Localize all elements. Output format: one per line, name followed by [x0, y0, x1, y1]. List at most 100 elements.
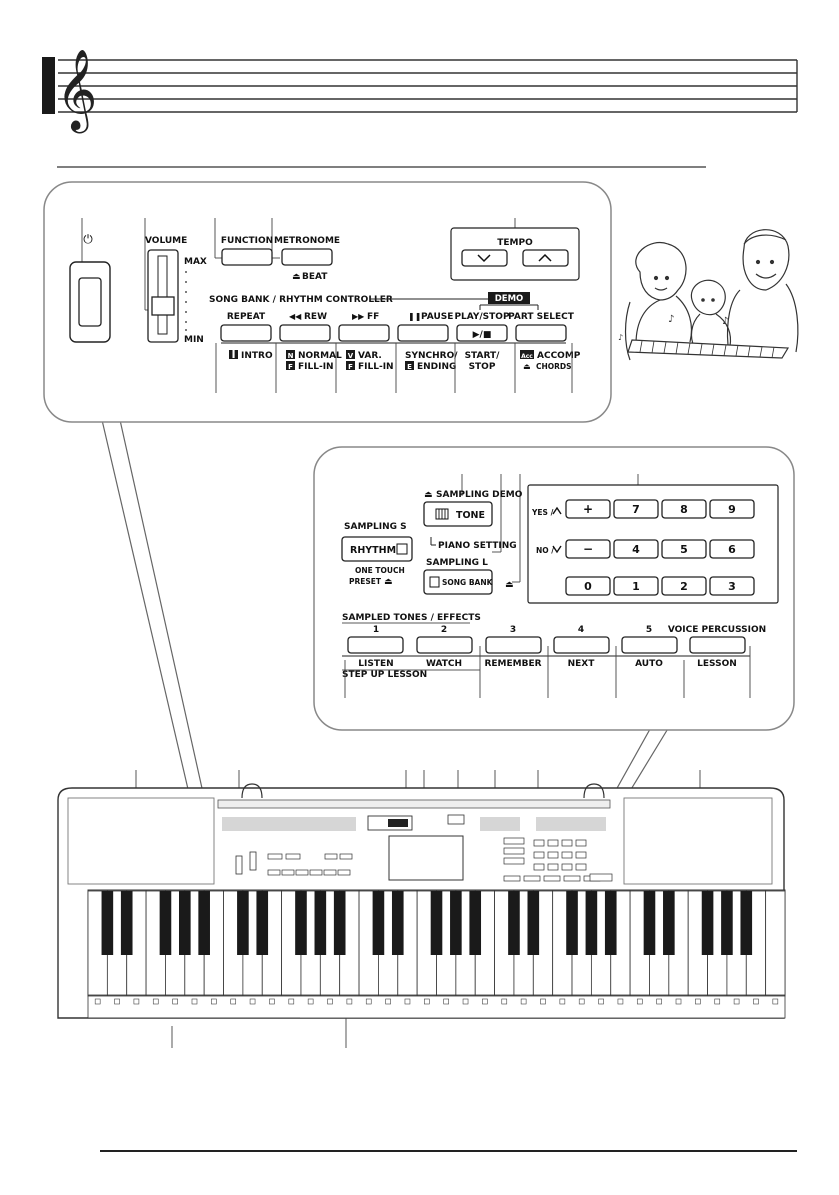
white-key[interactable]: [765, 890, 786, 996]
key-label-icon: [404, 998, 411, 1005]
tempo-up-button[interactable]: [522, 249, 569, 267]
key-label-icon: [385, 998, 391, 1005]
black-key[interactable]: [721, 891, 733, 955]
keypad-row-3: 0 1 2 3: [565, 576, 755, 596]
keypad-4-button[interactable]: [613, 539, 659, 559]
key-label-icon: [94, 998, 101, 1005]
keypad-key: 2: [680, 580, 688, 593]
family-illustration: ♪ ♪ ♪: [618, 229, 799, 361]
key-label-icon: [269, 998, 275, 1005]
keypad-7-button[interactable]: [613, 499, 659, 519]
black-key[interactable]: [527, 891, 540, 955]
black-key[interactable]: [566, 891, 578, 955]
function-button[interactable]: [221, 248, 273, 266]
yes-label: YES /: [531, 508, 554, 517]
key-label-icon: [462, 998, 469, 1005]
rew-button[interactable]: [279, 324, 331, 342]
keypad-8-button[interactable]: [661, 499, 707, 519]
ff-button[interactable]: [338, 324, 390, 342]
sampling-s-label: SAMPLING S: [344, 522, 407, 532]
key-label-icon: [424, 998, 430, 1005]
volume-min-label: MIN: [184, 335, 204, 345]
metronome-button[interactable]: [281, 248, 333, 266]
download-icon: ⏏: [292, 272, 301, 282]
keypad-2-button[interactable]: [661, 576, 707, 596]
keypad-1-button[interactable]: [613, 576, 659, 596]
key-label-icon: [501, 998, 508, 1005]
song-bank-button[interactable]: [423, 569, 493, 595]
tempo-down-button[interactable]: [461, 249, 508, 267]
black-key[interactable]: [314, 891, 327, 955]
keypad-9-button[interactable]: [709, 499, 755, 519]
key-label-icon: [288, 998, 295, 1005]
key-label-icon: [772, 998, 779, 1005]
play-stop-button[interactable]: [456, 324, 508, 342]
keypad-key: 1: [632, 580, 640, 593]
keypad-3-button[interactable]: [709, 576, 755, 596]
volume-slider-knob[interactable]: [151, 296, 175, 316]
tone-effect-1-button[interactable]: [347, 636, 404, 654]
black-key[interactable]: [701, 891, 714, 955]
black-key[interactable]: [585, 891, 598, 955]
black-key[interactable]: [179, 891, 191, 955]
black-key[interactable]: [450, 891, 462, 955]
tone-effect-4-button[interactable]: [553, 636, 610, 654]
control-panel-detail: ⏻ VOLUME MAX MIN FUNCTION METRONOME ⏏ BE…: [43, 181, 612, 906]
pause-label: PAUSE: [421, 312, 453, 322]
key-label-icon: [230, 998, 237, 1005]
keypad-5-button[interactable]: [661, 539, 707, 559]
black-key[interactable]: [256, 891, 269, 955]
keypad-key: 3: [728, 580, 736, 593]
intro-label: INTRO: [241, 351, 273, 361]
black-key[interactable]: [663, 891, 675, 955]
black-key[interactable]: [101, 891, 114, 955]
lesson-label: LESSON: [697, 659, 737, 669]
black-key[interactable]: [159, 891, 172, 955]
black-key[interactable]: [237, 891, 249, 955]
auto-label: AUTO: [635, 659, 663, 669]
keypad-0-button[interactable]: [565, 576, 611, 596]
pause-icon: ❚❚: [408, 312, 421, 321]
black-key[interactable]: [391, 891, 404, 955]
tone-effect-2-button[interactable]: [416, 636, 473, 654]
keypad-key: 5: [680, 543, 688, 556]
stop-label: STOP: [469, 362, 496, 372]
next-label: NEXT: [568, 659, 596, 669]
black-key[interactable]: [643, 891, 656, 955]
ending-icon: E: [407, 363, 412, 371]
piano-setting-label: PIANO SETTING: [438, 541, 517, 551]
black-key[interactable]: [333, 891, 346, 955]
keypad-key: +: [583, 502, 593, 516]
key-label-icon: [636, 998, 643, 1005]
rhythm-button[interactable]: [341, 536, 413, 562]
tone-effect-3-button[interactable]: [485, 636, 542, 654]
key-label-icon: [327, 998, 333, 1005]
black-key[interactable]: [295, 891, 307, 955]
keypad-6-button[interactable]: [709, 539, 755, 559]
tone-button[interactable]: [423, 501, 493, 527]
listen-label: LISTEN: [358, 659, 393, 669]
keypad-key: 9: [728, 503, 736, 516]
power-switch[interactable]: [78, 277, 102, 327]
black-key[interactable]: [120, 891, 133, 955]
voice-percussion-button[interactable]: [689, 636, 746, 654]
black-key[interactable]: [430, 891, 443, 955]
tone-effect-5-button[interactable]: [621, 636, 678, 654]
part-select-button[interactable]: [515, 324, 567, 342]
black-key[interactable]: [604, 891, 617, 955]
key-label-icon: [249, 998, 256, 1005]
pause-button[interactable]: [397, 324, 449, 342]
controller-sub-labels: I INTRO N NORMAL F FILL-IN V VAR. F FILL…: [229, 348, 581, 372]
black-key[interactable]: [508, 891, 520, 955]
accomp-label: ACCOMP: [537, 351, 581, 361]
number-label: 2: [441, 625, 447, 635]
keypad-plus-button[interactable]: [565, 499, 611, 519]
black-key[interactable]: [372, 891, 385, 955]
repeat-button[interactable]: [220, 324, 272, 342]
keypad-minus-button[interactable]: [565, 539, 611, 559]
black-key[interactable]: [198, 891, 210, 955]
black-key[interactable]: [469, 891, 482, 955]
black-key[interactable]: [740, 891, 753, 955]
key-label-icon: [617, 998, 624, 1005]
